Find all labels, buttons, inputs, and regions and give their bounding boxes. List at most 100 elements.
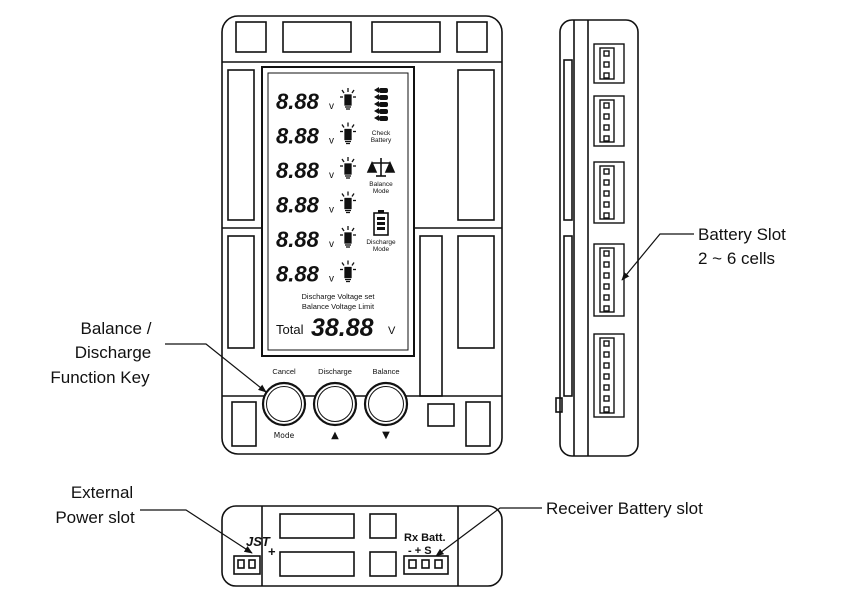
button-bottom-label: ▲ bbox=[331, 430, 339, 441]
connector-pin bbox=[603, 294, 610, 301]
jst-plus-label: + bbox=[268, 544, 276, 559]
cell-row: 8.88 v bbox=[276, 260, 356, 287]
button-top-label: Cancel bbox=[272, 367, 296, 376]
connector-pin bbox=[603, 50, 610, 57]
front-left-rail-upper bbox=[227, 69, 255, 221]
cell-voltage-reading: 8.88 bbox=[276, 262, 320, 287]
lcd-screen bbox=[261, 66, 415, 357]
cell-indicator-icon bbox=[340, 88, 356, 110]
front-top-left-recess bbox=[235, 21, 267, 53]
connector-pin bbox=[603, 113, 610, 120]
jst-port bbox=[233, 555, 261, 575]
jst-pin-2 bbox=[248, 559, 256, 569]
connector-inner bbox=[599, 337, 615, 414]
bottom-lower-recess-right bbox=[369, 551, 397, 577]
cell-voltage-unit: v bbox=[329, 101, 334, 112]
balance-connector bbox=[593, 161, 625, 224]
button-bottom-label: ▼ bbox=[382, 430, 390, 441]
external-power-callout-line-1: External bbox=[71, 483, 133, 502]
button-cap[interactable] bbox=[261, 381, 307, 427]
bottom-body-outline bbox=[221, 505, 503, 587]
connector-pin bbox=[603, 351, 610, 358]
rx-pin-1 bbox=[408, 559, 417, 569]
cell-indicator-icon bbox=[340, 260, 356, 283]
total-unit: V bbox=[388, 325, 396, 337]
cell-indicator-icon bbox=[340, 226, 356, 248]
front-top-center-right-recess bbox=[371, 21, 441, 53]
front-top-right-recess bbox=[456, 21, 488, 53]
battery-slot-connectors bbox=[593, 43, 625, 418]
connector-pin bbox=[603, 135, 610, 142]
front-bottom-left-recess bbox=[231, 401, 257, 447]
check-battery-label-1: Check bbox=[372, 130, 391, 137]
battery-level-icon bbox=[374, 87, 388, 121]
function-key-callout-line-3: Function Key bbox=[50, 368, 150, 387]
connector-pin bbox=[603, 283, 610, 290]
connector-pin bbox=[603, 261, 610, 268]
function-button-balance[interactable]: Balance▼ bbox=[363, 367, 409, 441]
battery-slot-callout-line-2: 2 ~ 6 cells bbox=[698, 249, 775, 268]
connector-pin bbox=[603, 362, 610, 369]
front-right-inner-rail bbox=[419, 235, 443, 397]
side-left-rail-upper bbox=[563, 59, 573, 221]
function-key-callout-line-1: Balance / bbox=[81, 319, 152, 338]
discharge-battery-icon bbox=[373, 210, 389, 236]
cell-voltage-unit: v bbox=[329, 205, 334, 216]
cell-voltage-reading: 8.88 bbox=[276, 193, 320, 218]
front-left-rail-lower bbox=[227, 235, 255, 349]
connector-pin bbox=[603, 168, 610, 175]
connector-pin bbox=[603, 305, 610, 312]
jst-label: JST bbox=[246, 534, 271, 549]
balance-connector bbox=[593, 95, 625, 147]
bottom-view bbox=[221, 505, 503, 587]
cell-voltage-unit: v bbox=[329, 136, 334, 147]
front-bottom-right-recess bbox=[465, 401, 491, 447]
function-button-discharge[interactable]: Discharge▲ bbox=[312, 367, 358, 441]
connector-pin bbox=[603, 272, 610, 279]
cell-indicator-icon bbox=[340, 157, 356, 179]
connector-housing bbox=[593, 333, 625, 418]
front-view bbox=[221, 15, 503, 455]
connector-pin bbox=[603, 124, 610, 131]
button-cap[interactable] bbox=[312, 381, 358, 427]
cell-indicator-icon bbox=[340, 122, 356, 145]
connector-pin bbox=[603, 384, 610, 391]
bottom-lower-recess-left bbox=[279, 551, 355, 577]
connector-pin bbox=[603, 61, 610, 68]
connector-housing bbox=[593, 95, 625, 147]
button-cap-inner bbox=[317, 386, 353, 422]
connector-pin bbox=[603, 201, 610, 208]
side-view bbox=[555, 19, 639, 457]
side-left-rail-lower bbox=[563, 235, 573, 397]
cell-voltage-unit: v bbox=[329, 274, 334, 285]
cell-voltage-reading: 8.88 bbox=[276, 227, 320, 252]
cell-voltage-reading: 8.88 bbox=[276, 124, 320, 149]
connector-inner bbox=[599, 165, 615, 220]
connector-pin bbox=[603, 395, 610, 402]
balance-connector bbox=[593, 333, 625, 418]
jst-pin-1 bbox=[237, 559, 245, 569]
balance-voltage-limit-label: Balance Voltage Limit bbox=[302, 302, 375, 311]
total-label: Total bbox=[276, 322, 304, 337]
rx-pin-2 bbox=[421, 559, 430, 569]
function-key-callout-line-2: Discharge bbox=[75, 343, 152, 362]
connector-pin bbox=[603, 72, 610, 79]
connector-inner bbox=[599, 99, 615, 143]
button-bottom-label: Mode bbox=[274, 431, 295, 440]
connector-housing bbox=[593, 161, 625, 224]
button-cap[interactable] bbox=[363, 381, 409, 427]
connector-pin bbox=[603, 250, 610, 257]
battery-slot-callout-line-1: Battery Slot bbox=[698, 225, 786, 244]
connector-inner bbox=[599, 47, 615, 80]
connector-housing bbox=[593, 43, 625, 84]
front-top-center-left-recess bbox=[282, 21, 352, 53]
rx-pins-label: - + S bbox=[408, 545, 432, 557]
discharge-mode-label-1: Discharge bbox=[366, 239, 396, 246]
total-reading: 38.88 bbox=[311, 314, 374, 342]
balance-mode-label-1: Balance bbox=[369, 181, 393, 188]
